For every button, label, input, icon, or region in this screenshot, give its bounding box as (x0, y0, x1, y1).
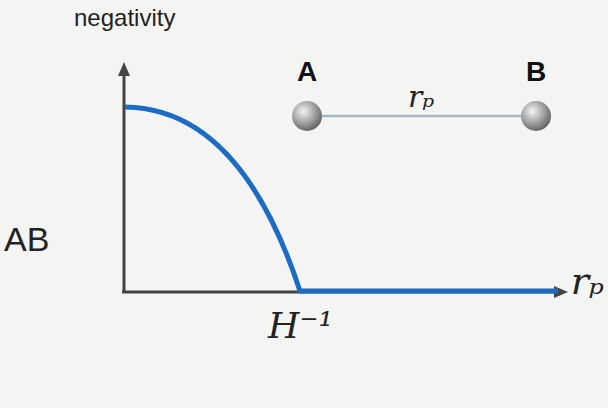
node-label-box: A (297, 58, 317, 86)
node-label: B (526, 58, 546, 86)
tick-label: H⁻¹ (268, 308, 333, 344)
negativity-curve (125, 107, 558, 291)
separation-line (322, 115, 521, 118)
sphere-shape (290, 100, 324, 132)
axis-label: rₚ (571, 262, 604, 300)
sphere-shape (519, 100, 553, 132)
edge-label: rₚ (408, 82, 434, 112)
sphere-node: A (290, 58, 324, 132)
y-axis-arrow (118, 62, 130, 76)
sphere-node: B (519, 58, 553, 132)
series-label: AB (4, 222, 49, 256)
node-label-box: B (526, 58, 546, 86)
axis-title: negativity (74, 6, 175, 30)
node-label: A (297, 58, 317, 86)
